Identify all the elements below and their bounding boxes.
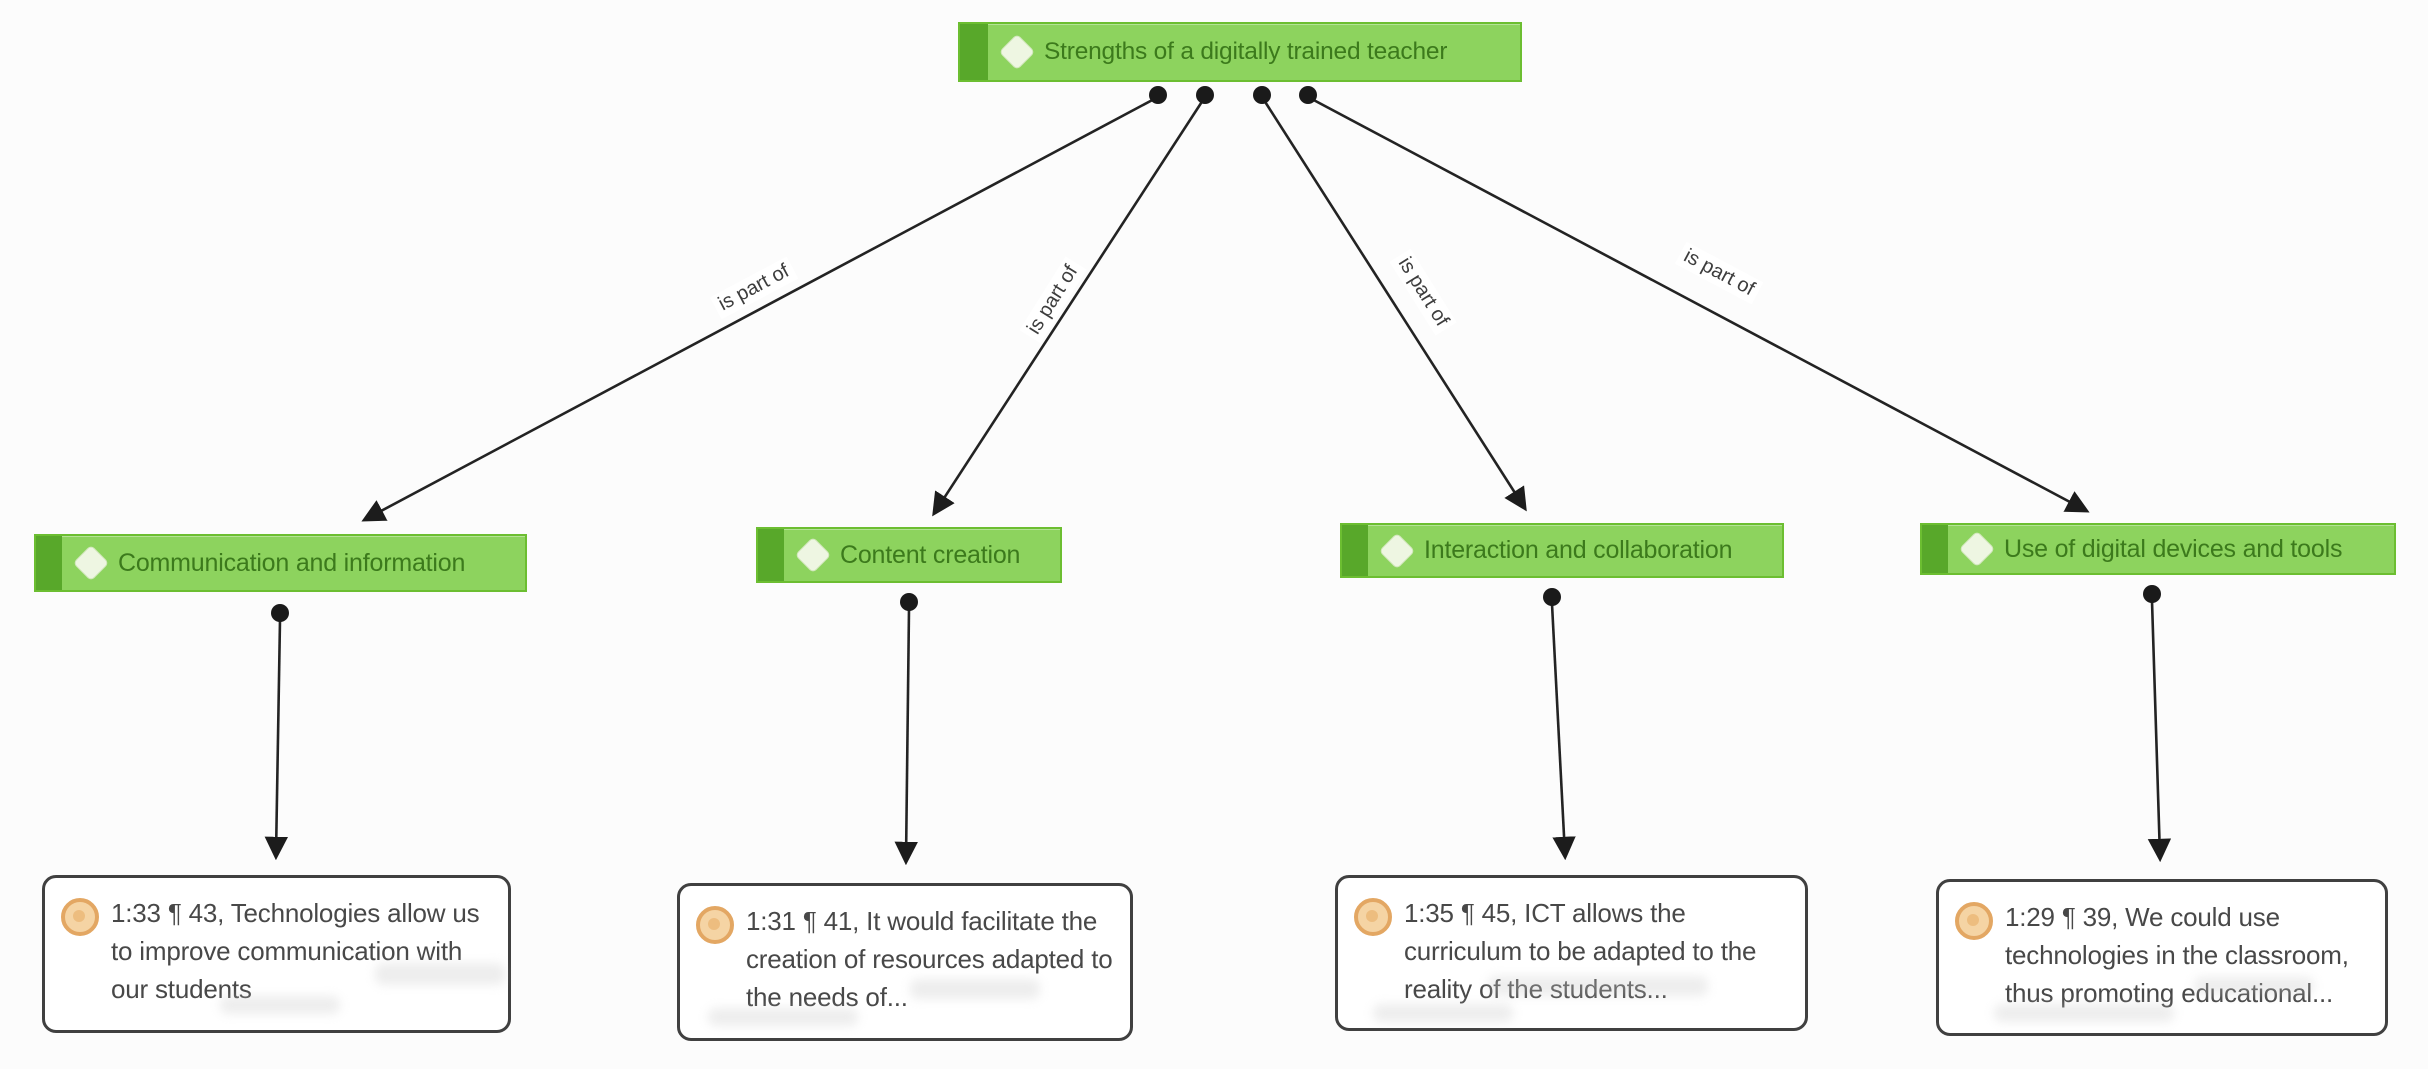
code-accent-stripe — [36, 536, 62, 590]
code-diamond-icon — [998, 33, 1036, 71]
code-accent-stripe — [960, 24, 988, 80]
code-accent-stripe — [758, 529, 784, 581]
quotation-icon — [1354, 898, 1392, 936]
quotation-node-3[interactable]: 1:35 ¶ 45, ICT allows the curriculum to … — [1335, 875, 1808, 1031]
anchor-dot — [900, 593, 918, 611]
relation-edge-content[interactable] — [932, 96, 1207, 517]
code-diamond-icon — [1378, 532, 1416, 569]
relation-edge-communication[interactable] — [361, 95, 1159, 522]
quote-edge-4[interactable] — [2147, 600, 2172, 863]
code-label: Interaction and collaboration — [1424, 536, 1733, 564]
quote-edge-1[interactable] — [264, 619, 289, 861]
quotation-text: 1:33 ¶ 43, Technologies allow us to impr… — [111, 898, 480, 1004]
code-node-content-creation[interactable]: Content creation — [756, 527, 1062, 583]
quotation-icon — [696, 906, 734, 944]
relation-edge-use[interactable] — [1307, 95, 2090, 513]
quotation-text: 1:31 ¶ 41, It would facilitate the creat… — [746, 906, 1113, 1012]
code-diamond-icon — [1958, 530, 1996, 568]
code-label: Use of digital devices and tools — [2004, 534, 2343, 563]
anchor-dot — [1196, 86, 1214, 104]
anchor-dot — [1149, 86, 1167, 104]
anchor-dot — [271, 604, 289, 622]
quote-edge-2[interactable] — [894, 608, 918, 866]
code-node-interaction[interactable]: Interaction and collaboration — [1340, 523, 1784, 578]
quotation-text: 1:35 ¶ 45, ICT allows the curriculum to … — [1404, 898, 1757, 1004]
code-diamond-icon — [72, 544, 110, 582]
code-diamond-icon — [794, 536, 832, 574]
quotation-text: 1:29 ¶ 39, We could use technologies in … — [2005, 902, 2349, 1008]
code-label: Content creation — [840, 540, 1021, 569]
quotation-node-1[interactable]: 1:33 ¶ 43, Technologies allow us to impr… — [42, 875, 511, 1033]
code-label: Communication and information — [118, 548, 466, 577]
anchor-dot — [2143, 585, 2161, 603]
code-accent-stripe — [1342, 525, 1368, 576]
code-accent-stripe — [1922, 525, 1948, 573]
quotation-icon — [1955, 902, 1993, 940]
code-node-communication[interactable]: Communication and information — [34, 534, 527, 592]
code-label: Strengths of a digitally trained teacher — [1044, 38, 1448, 65]
code-node-digital-devices[interactable]: Use of digital devices and tools — [1920, 523, 2396, 575]
quote-edge-3[interactable] — [1550, 603, 1576, 861]
quotation-icon — [61, 898, 99, 936]
quotation-node-2[interactable]: 1:31 ¶ 41, It would facilitate the creat… — [677, 883, 1133, 1041]
anchor-dot — [1299, 86, 1317, 104]
quotation-node-4[interactable]: 1:29 ¶ 39, We could use technologies in … — [1936, 879, 2388, 1036]
code-node-root[interactable]: Strengths of a digitally trained teacher — [958, 22, 1522, 82]
anchor-dot — [1543, 588, 1561, 606]
anchor-dot — [1253, 86, 1271, 104]
relation-edge-interaction[interactable] — [1260, 96, 1527, 512]
